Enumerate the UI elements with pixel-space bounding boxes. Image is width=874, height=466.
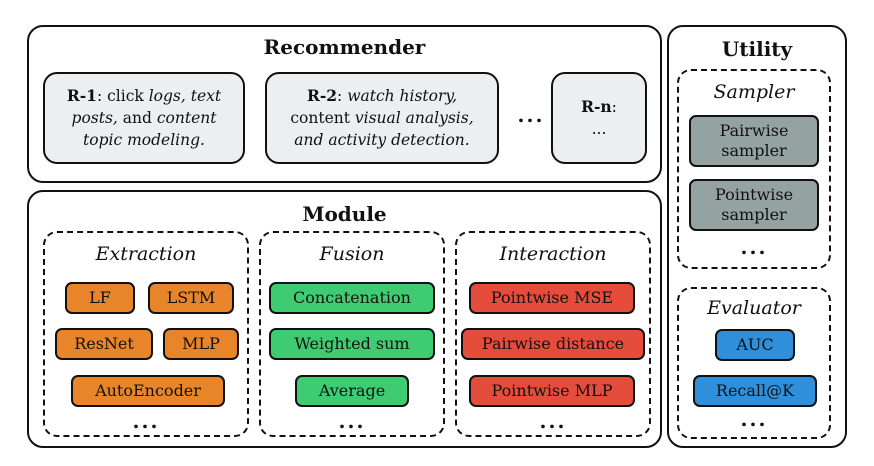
recommender-r2-t2: content — [290, 109, 355, 127]
utility-title: Utility — [721, 37, 793, 61]
recommender-rn-body: ... — [591, 120, 607, 138]
evaluator-item-auc: AUC — [715, 329, 795, 361]
recommender-title: Recommender — [263, 35, 426, 59]
fusion-group: Fusion Concatenation Weighted sum Averag… — [259, 231, 445, 437]
recommender-r2-t4: and activity detection. — [294, 131, 470, 149]
recommender-r1-id: R-1 — [66, 86, 97, 105]
sampler-item-pointwise-line1: Pointwise — [714, 185, 794, 204]
fusion-item-weighted-sum: Weighted sum — [269, 328, 435, 360]
recommender-r2-t3: visual analysis, — [354, 109, 474, 127]
recommender-r2-text: R-2: watch history, content visual analy… — [290, 85, 473, 151]
extraction-item-lstm: LSTM — [148, 282, 234, 314]
sampler-item-pairwise-line2: sampler — [721, 141, 787, 160]
fusion-item-concatenation: Concatenation — [269, 282, 435, 314]
recommender-r2-id: R-2 — [306, 86, 338, 105]
utility-panel: Utility Sampler Pairwise sampler Pointwi… — [667, 25, 847, 448]
recommender-r1-sep: : click — [96, 87, 149, 105]
recommender-r1-t5: topic modeling. — [83, 131, 205, 149]
interaction-group: Interaction Pointwise MSE Pairwise dista… — [455, 231, 651, 437]
recommender-rn-text: R-n: ... — [581, 96, 617, 140]
module-title: Module — [302, 202, 387, 226]
recommender-r1-text: R-1: click logs, text posts, and content… — [67, 85, 221, 151]
extraction-item-lf: LF — [65, 282, 135, 314]
interaction-item-pointwise-mse: Pointwise MSE — [469, 282, 635, 314]
interaction-item-pairwise-distance: Pairwise distance — [461, 328, 645, 360]
recommender-r2-box: R-2: watch history, content visual analy… — [265, 72, 499, 164]
extraction-item-resnet: ResNet — [55, 328, 153, 360]
recommender-r1-box: R-1: click logs, text posts, and content… — [43, 72, 245, 164]
module-panel: Module Extraction LF LSTM ResNet MLP Aut… — [27, 190, 662, 448]
evaluator-group: Evaluator AUC Recall@K ... — [677, 287, 831, 439]
recommender-ellipsis: ... — [517, 103, 545, 127]
recommender-r1-t1: logs, text — [148, 87, 222, 105]
extraction-item-autoencoder: AutoEncoder — [71, 375, 225, 407]
recommender-r1-t2: posts, — [71, 109, 118, 127]
extraction-more: ... — [132, 409, 160, 433]
sampler-group: Sampler Pairwise sampler Pointwise sampl… — [677, 69, 831, 269]
recommender-r1-t4: content — [156, 109, 217, 127]
interaction-item-pointwise-mlp: Pointwise MLP — [469, 375, 635, 407]
interaction-more: ... — [539, 409, 567, 433]
evaluator-item-recall-at-k: Recall@K — [693, 375, 817, 407]
recommender-r2-sep: : — [337, 87, 348, 105]
sampler-item-pairwise: Pairwise sampler — [689, 115, 819, 167]
recommender-panel: Recommender R-1: click logs, text posts,… — [27, 25, 662, 183]
sampler-more: ... — [740, 235, 768, 259]
recommender-r2-t1: watch history, — [347, 87, 458, 105]
sampler-title: Sampler — [713, 81, 795, 103]
fusion-more: ... — [338, 409, 366, 433]
evaluator-more: ... — [740, 407, 768, 431]
extraction-item-mlp: MLP — [163, 328, 239, 360]
extraction-title: Extraction — [95, 243, 197, 265]
evaluator-title: Evaluator — [707, 297, 801, 319]
recommender-r1-t3: and — [117, 109, 157, 127]
sampler-item-pointwise: Pointwise sampler — [689, 179, 819, 231]
recommender-rn-box: R-n: ... — [551, 72, 647, 164]
recommender-rn-sep: : — [611, 98, 617, 116]
fusion-item-average: Average — [295, 375, 409, 407]
fusion-title: Fusion — [319, 243, 385, 265]
sampler-item-pairwise-line1: Pairwise — [719, 121, 789, 140]
sampler-item-pointwise-line2: sampler — [721, 205, 787, 224]
extraction-group: Extraction LF LSTM ResNet MLP AutoEncode… — [43, 231, 249, 437]
interaction-title: Interaction — [499, 243, 607, 265]
recommender-rn-id: R-n — [581, 97, 612, 116]
